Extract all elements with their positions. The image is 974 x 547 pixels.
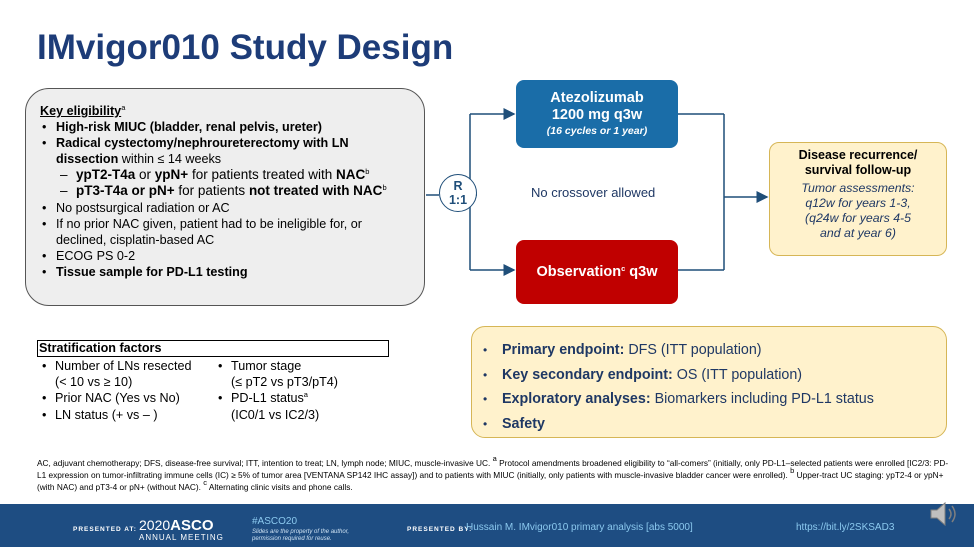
follow-up-title-2: survival follow-up: [804, 163, 912, 177]
reuse-note: Slides are the property of the author, p…: [252, 529, 350, 542]
endpoint-item: Exploratory analyses: Biomarkers includi…: [482, 387, 946, 412]
endpoint-item: Key secondary endpoint: OS (ITT populati…: [482, 363, 946, 388]
stratification-col-2: Tumor stage (≤ pT2 vs pT3/pT4) PD-L1 sta…: [213, 358, 338, 423]
stratification-col-1: Number of LNs resected (< 10 vs ≥ 10) Pr…: [37, 358, 192, 423]
endpoints-box: Primary endpoint: DFS (ITT population) K…: [471, 326, 947, 438]
presented-by-label: PRESENTED BY:: [407, 526, 473, 533]
randomization-circle: R 1:1: [439, 174, 477, 212]
footer-bar: PRESENTED AT: 2020ASCO ANNUAL MEETING #A…: [0, 504, 974, 547]
asco-logo-sub: ANNUAL MEETING: [139, 533, 224, 542]
eligibility-item: High-risk MIUC (bladder, renal pelvis, u…: [40, 119, 414, 135]
follow-up-sub: Tumor assessments: q12w for years 1-3, (…: [801, 181, 915, 240]
eligibility-item: No postsurgical radiation or AC: [40, 200, 414, 216]
eligibility-item: If no prior NAC given, patient had to be…: [40, 216, 414, 248]
eligibility-item: Radical cystectomy/nephroureterectomy wi…: [40, 135, 414, 167]
atezo-dose: 1200 mg q3w: [551, 107, 643, 123]
endpoint-item: Safety: [482, 412, 946, 437]
slide-title: IMvigor010 Study Design: [37, 28, 454, 67]
asco-logo: 2020ASCO: [139, 517, 214, 534]
no-crossover-text: No crossover allowed: [531, 185, 656, 200]
speaker-icon[interactable]: [925, 496, 961, 532]
endpoint-item: Primary endpoint: DFS (ITT population): [482, 338, 946, 363]
short-url-link[interactable]: https://bit.ly/2SKSAD3: [796, 522, 895, 533]
atezo-drug: Atezolizumab: [550, 90, 644, 106]
stratification-factors: Stratification factors Number of LNs res…: [37, 340, 389, 423]
follow-up-box: Disease recurrence/ survival follow-up T…: [769, 142, 947, 256]
footnote: AC, adjuvant chemotherapy; DFS, disease-…: [37, 454, 949, 492]
eligibility-list: High-risk MIUC (bladder, renal pelvis, u…: [40, 119, 414, 280]
eligibility-subitem: pT3-T4a or pN+ for patients not treated …: [40, 183, 414, 199]
eligibility-heading: Key eligibilitya: [40, 103, 126, 118]
atezolizumab-arm-box: Atezolizumab 1200 mg q3w (16 cycles or 1…: [516, 80, 678, 148]
randomization-ratio: 1:1: [448, 193, 468, 207]
presenter-citation: Hussain M. IMvigor010 primary analysis […: [466, 522, 693, 533]
eligibility-box: Key eligibilitya High-risk MIUC (bladder…: [25, 88, 425, 306]
randomization-label: R: [453, 179, 463, 193]
hashtag: #ASCO20: [252, 516, 298, 527]
eligibility-item: Tissue sample for PD-L1 testing: [40, 264, 414, 280]
follow-up-title-1: Disease recurrence/: [798, 148, 918, 162]
eligibility-subitem: ypT2-T4a or ypN+ for patients treated wi…: [40, 167, 414, 183]
stratification-heading: Stratification factors: [37, 340, 389, 357]
eligibility-item: ECOG PS 0-2: [40, 248, 414, 264]
atezo-duration: (16 cycles or 1 year): [546, 125, 648, 137]
presented-at-label: PRESENTED AT:: [73, 526, 137, 533]
observation-arm-box: Observationc q3w: [516, 240, 678, 304]
